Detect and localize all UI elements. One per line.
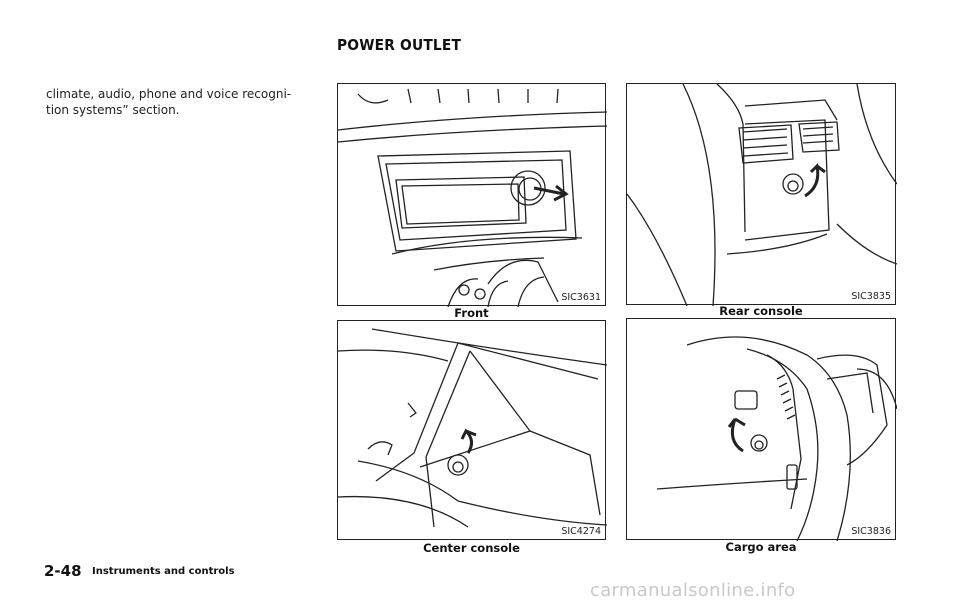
figure-code: SIC3835 [851,291,891,302]
rear-console-outlet-illustration [627,84,897,306]
body-line: climate, audio, phone and voice recogni- [46,87,292,101]
footer-section-name: Instruments and controls [92,566,235,577]
figure-code: SIC4274 [561,526,601,537]
body-line: tion systems” section. [46,103,180,117]
cargo-area-outlet-illustration [656,336,897,541]
figure-center-console: SIC4274 [337,320,607,540]
figure-code: SIC3631 [561,292,601,303]
figure-caption: Rear console [719,304,803,318]
figure-caption: Front [454,306,489,320]
figure-front: SIC3631 [337,83,607,307]
front-outlet-illustration [338,88,607,307]
section-title: POWER OUTLET [337,36,462,54]
center-console-outlet-illustration [338,328,607,528]
figure-caption: Cargo area [725,540,797,554]
figure-rear-console: SIC3835 [626,83,897,306]
figure-code: SIC3836 [851,526,891,537]
watermark: carmanualsonline.info [590,580,796,601]
figure-cargo-area: SIC3836 [626,318,897,541]
figure-caption: Center console [423,541,520,555]
body-text: climate, audio, phone and voice recogni-… [46,86,322,118]
page-number: 2-48 [44,562,82,580]
